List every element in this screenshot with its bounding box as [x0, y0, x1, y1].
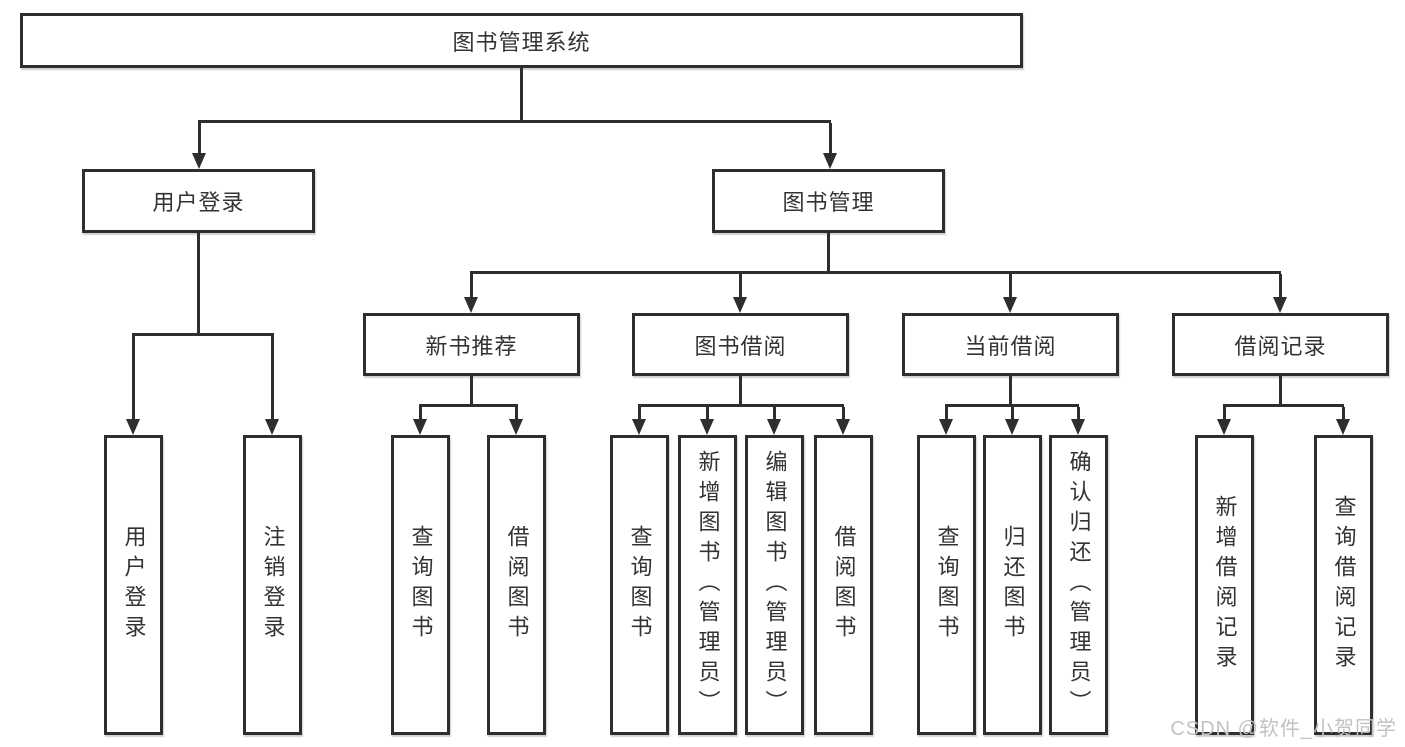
arrowhead-to-bb-add-icon [700, 419, 714, 435]
node-leaf-br-add-label: 新增借阅记录 [1212, 495, 1238, 675]
connector-to-leaf-logout [271, 336, 274, 421]
node-leaf-cb-query-label: 查询图书 [934, 525, 960, 645]
connector-to-book-borrow [739, 274, 742, 299]
node-leaf-bb-borrow: 借阅图书 [814, 435, 873, 735]
connector-current-borrow-stem [1009, 375, 1012, 407]
connector-root-stem [520, 68, 523, 123]
connector-to-bb-borrow [842, 407, 845, 421]
connector-to-bb-add [706, 407, 709, 421]
connector-to-nb-query [419, 407, 422, 421]
connector-level2-rail [470, 271, 1281, 274]
arrowhead-to-current-borrow-icon [1003, 297, 1017, 313]
node-user-login-label: 用户登录 [152, 190, 245, 215]
arrowhead-to-bb-edit-icon [767, 419, 781, 435]
node-book-borrow: 图书借阅 [632, 313, 849, 376]
node-leaf-cb-return-label: 归还图书 [1000, 525, 1026, 645]
connector-borrow-record-stem [1279, 375, 1282, 407]
arrowhead-to-leaf-logout-icon [265, 419, 279, 435]
node-leaf-bb-add-label: 新增图书（管理员） [695, 450, 721, 720]
connector-to-borrow-record [1279, 274, 1282, 299]
node-borrow-record: 借阅记录 [1172, 313, 1389, 376]
node-current-borrow-label: 当前借阅 [964, 333, 1057, 359]
node-leaf-bb-edit-label: 编辑图书（管理员） [762, 450, 788, 720]
node-leaf-logout: 注销登录 [243, 435, 302, 735]
node-leaf-nb-query: 查询图书 [391, 435, 450, 735]
connector-borrow-record-rail [1223, 404, 1344, 407]
node-leaf-br-query-label: 查询借阅记录 [1331, 495, 1357, 675]
node-leaf-nb-borrow: 借阅图书 [487, 435, 546, 735]
node-book-mgmt: 图书管理 [712, 169, 945, 233]
node-current-borrow: 当前借阅 [902, 313, 1119, 376]
node-book-borrow-label: 图书借阅 [694, 333, 787, 359]
node-root: 图书管理系统 [20, 13, 1023, 68]
node-leaf-cb-query: 查询图书 [917, 435, 976, 735]
node-leaf-user-login: 用户登录 [104, 435, 163, 735]
connector-user-login-rail [132, 333, 274, 336]
node-leaf-cb-confirm-label: 确认归还（管理员） [1066, 450, 1092, 720]
connector-to-user-login [198, 123, 201, 156]
connector-book-borrow-rail [638, 404, 844, 407]
arrowhead-to-nb-query-icon [413, 419, 427, 435]
connector-to-bb-edit [773, 407, 776, 421]
node-leaf-br-add: 新增借阅记录 [1195, 435, 1254, 735]
arrowhead-to-br-add-icon [1217, 419, 1231, 435]
node-leaf-cb-return: 归还图书 [983, 435, 1042, 735]
node-leaf-cb-confirm: 确认归还（管理员） [1049, 435, 1108, 735]
connector-to-current-borrow [1009, 274, 1012, 299]
arrowhead-to-user-login-icon [192, 153, 206, 169]
arrowhead-to-book-mgmt-icon [823, 153, 837, 169]
node-root-label: 图书管理系统 [452, 29, 591, 55]
node-leaf-br-query: 查询借阅记录 [1314, 435, 1373, 735]
arrowhead-to-bb-borrow-icon [836, 419, 850, 435]
connector-to-cb-query [945, 407, 948, 421]
node-leaf-logout-label: 注销登录 [260, 525, 286, 645]
node-leaf-nb-borrow-label: 借阅图书 [504, 525, 530, 645]
arrowhead-to-bb-query-icon [632, 419, 646, 435]
connector-book-borrow-stem [739, 375, 742, 407]
node-borrow-record-label: 借阅记录 [1234, 333, 1327, 359]
arrowhead-to-nb-borrow-icon [509, 419, 523, 435]
csdn-watermark: CSDN @软件_小贺同学 [1170, 718, 1397, 740]
arrowhead-to-leaf-login-icon [126, 419, 140, 435]
connector-to-bb-query [638, 407, 641, 421]
connector-new-book-rec-stem [470, 375, 473, 407]
arrowhead-to-cb-confirm-icon [1071, 419, 1085, 435]
connector-to-cb-return [1011, 407, 1014, 421]
arrowhead-to-cb-return-icon [1005, 419, 1019, 435]
arrowhead-to-book-borrow-icon [733, 297, 747, 313]
connector-to-leaf-login [132, 336, 135, 421]
node-new-book-rec: 新书推荐 [363, 313, 580, 376]
connector-to-cb-confirm [1077, 407, 1080, 421]
node-leaf-user-login-label: 用户登录 [121, 525, 147, 645]
connector-level1-rail [198, 120, 831, 123]
connector-new-book-rec-rail [419, 404, 518, 407]
node-user-login: 用户登录 [82, 169, 315, 233]
node-leaf-bb-edit: 编辑图书（管理员） [745, 435, 804, 735]
node-leaf-bb-add: 新增图书（管理员） [678, 435, 737, 735]
connector-user-login-stem [197, 233, 200, 335]
node-leaf-bb-borrow-label: 借阅图书 [831, 525, 857, 645]
connector-to-nb-borrow [515, 407, 518, 421]
arrowhead-to-new-book-rec-icon [464, 297, 478, 313]
arrowhead-to-br-query-icon [1336, 419, 1350, 435]
node-leaf-bb-query: 查询图书 [610, 435, 669, 735]
node-leaf-nb-query-label: 查询图书 [408, 525, 434, 645]
connector-book-mgmt-stem [827, 233, 830, 274]
connector-current-borrow-rail [945, 404, 1079, 407]
connector-to-br-query [1342, 407, 1345, 421]
connector-to-br-add [1223, 407, 1226, 421]
node-leaf-bb-query-label: 查询图书 [627, 525, 653, 645]
connector-to-new-book-rec [470, 274, 473, 299]
arrowhead-to-cb-query-icon [939, 419, 953, 435]
node-book-mgmt-label: 图书管理 [782, 190, 875, 215]
arrowhead-to-borrow-record-icon [1273, 297, 1287, 313]
connector-to-book-mgmt [829, 123, 832, 156]
node-new-book-rec-label: 新书推荐 [425, 333, 518, 359]
